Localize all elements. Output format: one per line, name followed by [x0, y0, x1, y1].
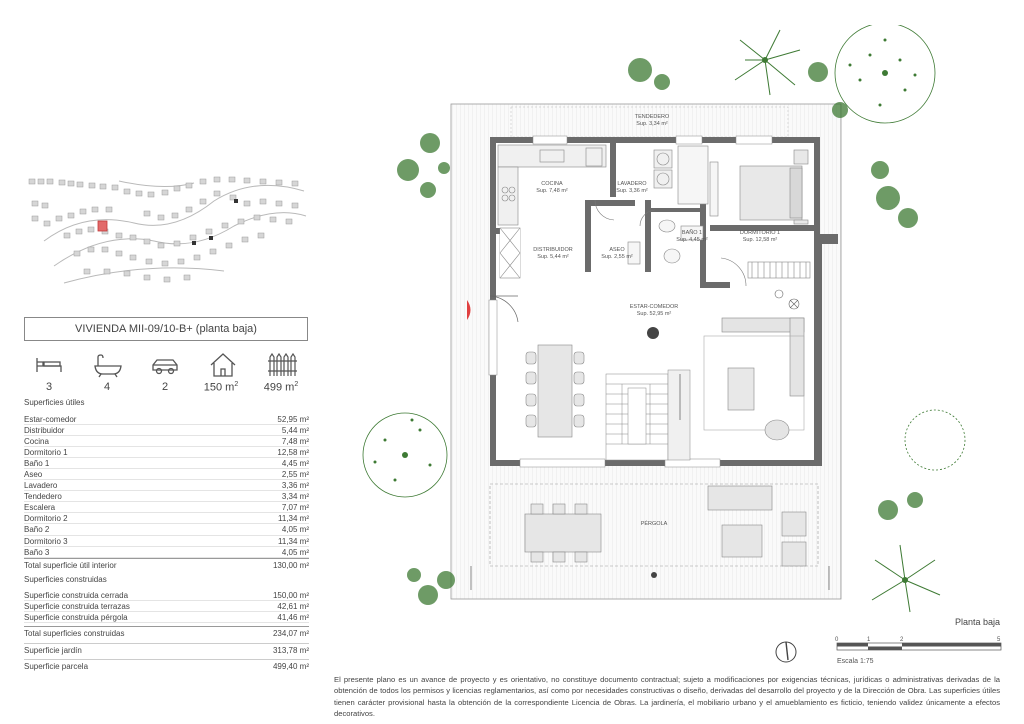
room-label: LAVADERO [617, 181, 647, 187]
parking-count: 2 [161, 381, 169, 393]
room-label: DORMITORIO 1 [740, 230, 780, 236]
shrub-icon [397, 58, 923, 605]
house-icon [210, 353, 236, 377]
plan-label: Planta baja [954, 617, 1000, 627]
room-area: Sup. 3,34 m² [636, 121, 668, 127]
car-icon [152, 359, 178, 375]
room-label: BAÑO 1 [682, 229, 702, 236]
room-area: Sup. 2,55 m² [601, 254, 633, 260]
dining-table [525, 344, 585, 438]
bathrooms-count: 4 [103, 381, 111, 393]
scale-bar: 0 1 2 5 [835, 637, 1002, 651]
built-areas-title: Superficies construidas [24, 575, 107, 584]
scale-tick: 0 [835, 637, 839, 643]
north-arrow-icon [775, 641, 797, 663]
sofa [703, 317, 805, 441]
outdoor-furniture [524, 485, 807, 567]
plot-area-value: 499 m2 [263, 381, 299, 394]
scale-tick: 2 [900, 637, 904, 643]
scale-tick: 1 [867, 637, 871, 643]
wardrobe [747, 261, 811, 279]
useful-areas-title: Superficies útiles [24, 398, 85, 407]
room-area: Sup. 3,36 m² [616, 188, 648, 194]
ceiling-lamp [647, 327, 659, 339]
fence-icon [268, 352, 297, 376]
room-label: ASEO [609, 247, 625, 253]
room-area: Sup. 5,44 m² [537, 254, 569, 260]
floor-plan: TENDEDERO Sup. 3,34 m² COCINA Sup. 7,48 … [362, 25, 966, 613]
room-label: COCINA [541, 181, 563, 187]
kitchen-counter [497, 144, 607, 226]
room-label: PÉRGOLA [641, 520, 668, 527]
room-label: ESTAR-COMEDOR [630, 304, 679, 310]
room-area: Sup. 4,45 m² [676, 237, 708, 243]
selected-unit-marker [97, 220, 108, 232]
entrance-marker [467, 300, 471, 320]
site-location-map [28, 176, 307, 284]
scale-label: Escala 1:75 [837, 658, 874, 665]
bedrooms-count: 3 [45, 381, 53, 393]
room-label: DISTRIBUIDOR [533, 247, 572, 253]
staircase [605, 369, 691, 461]
built-area-value: 150 m2 [203, 381, 239, 394]
room-label: TENDEDERO [635, 114, 670, 120]
room-area: Sup. 7,48 m² [536, 188, 568, 194]
tree-icon [362, 25, 966, 498]
scale-tick: 5 [997, 637, 1001, 643]
entrance-door [489, 295, 519, 323]
room-area: Sup. 12,58 m² [743, 237, 778, 243]
bed [739, 149, 809, 225]
bed-icon [36, 358, 62, 372]
unit-title: VIVIENDA MII-09/10-B+ (planta baja) [24, 317, 308, 341]
disclaimer-text: El presente plano es un avance de proyec… [334, 675, 1000, 718]
bathtub-icon [94, 354, 122, 378]
room-area: Sup. 52,95 m² [637, 311, 672, 317]
palm-tree-icon [734, 29, 941, 613]
